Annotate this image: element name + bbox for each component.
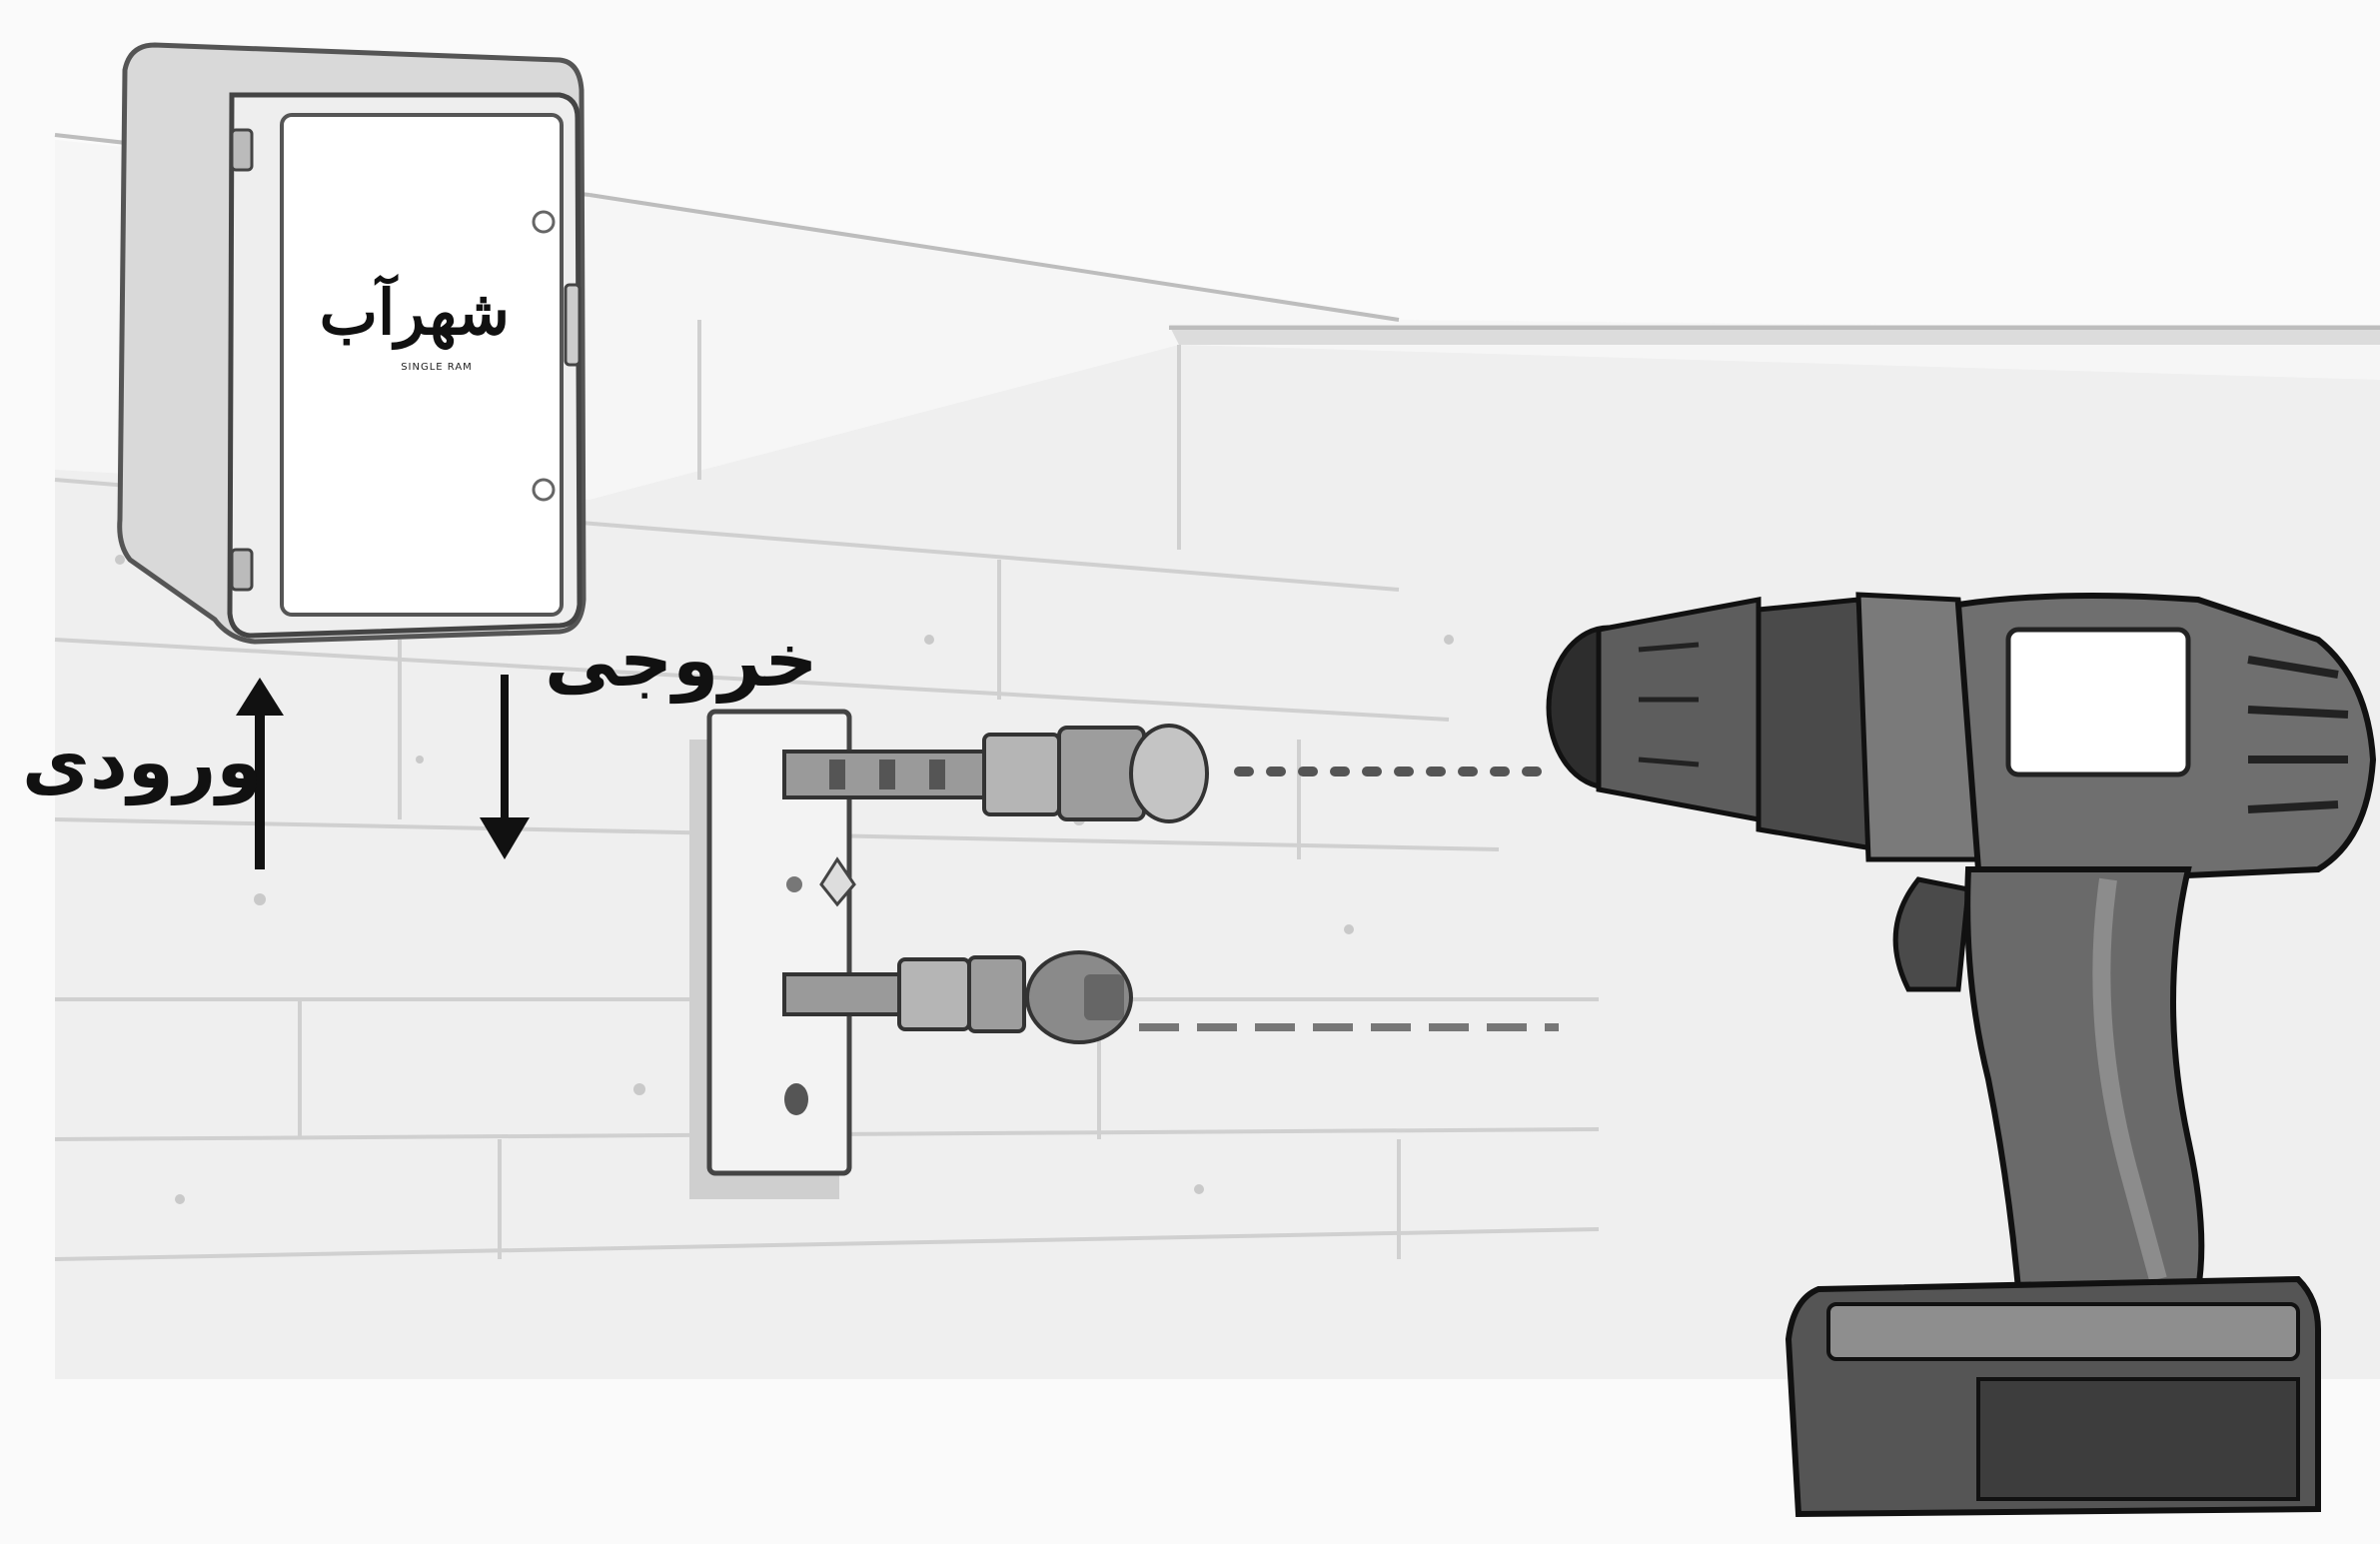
output-label: خروجی xyxy=(545,618,818,704)
input-label: ورودی xyxy=(22,720,262,805)
brand-subtitle: SINGLE RAM xyxy=(372,362,502,373)
brand-logo: شهرآب xyxy=(330,282,510,344)
